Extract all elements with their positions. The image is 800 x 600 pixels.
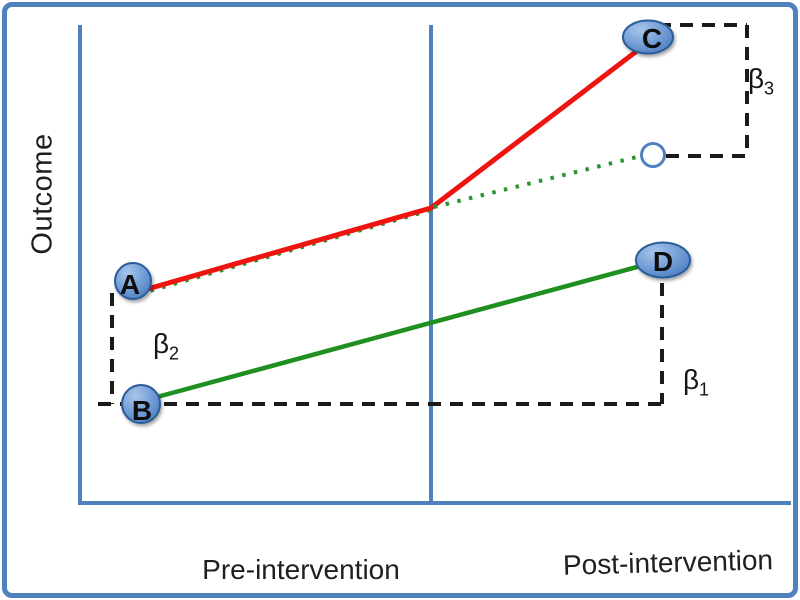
beta3-subscript: 3 <box>764 78 775 99</box>
point-C-label: C <box>642 23 662 54</box>
x-tick-post-intervention: Post-intervention <box>562 544 774 581</box>
point-A-label: A <box>120 269 140 300</box>
beta1-subscript: 1 <box>699 379 710 400</box>
control-line <box>143 258 662 403</box>
point-D-marker <box>635 241 691 279</box>
beta2-symbol: β <box>152 328 170 359</box>
point-markers <box>114 19 691 424</box>
annotation-beta1: β1 <box>682 364 709 399</box>
annotation-beta2: β2 <box>152 328 179 363</box>
beta1-symbol: β <box>682 364 700 395</box>
counterfactual-open-circle-marker <box>640 142 666 168</box>
y-axis-label: Outcome <box>26 133 59 255</box>
beta2-subscript: 2 <box>169 343 180 364</box>
point-A-marker <box>114 262 152 300</box>
annotation-beta3: β3 <box>747 63 774 98</box>
x-tick-pre-intervention: Pre-intervention <box>202 554 400 585</box>
point-D-label: D <box>653 246 673 277</box>
point-B-marker <box>121 384 161 424</box>
beta3-symbol: β <box>747 63 765 94</box>
point-B-label: B <box>132 395 152 426</box>
point-C-marker <box>622 19 674 55</box>
treatment-line <box>134 41 649 295</box>
